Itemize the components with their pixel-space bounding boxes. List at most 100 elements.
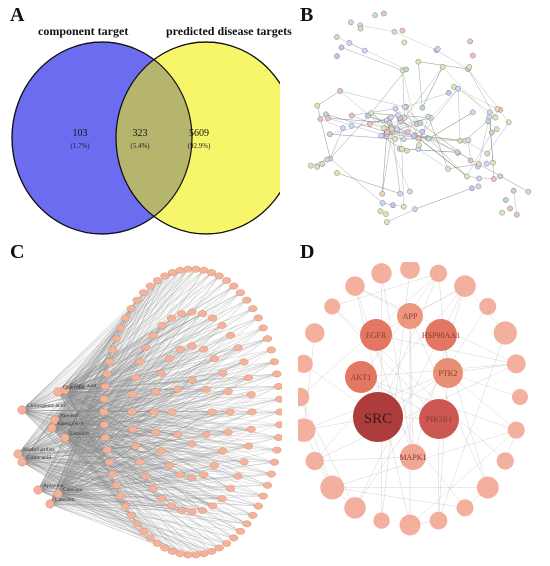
target-node (167, 548, 178, 555)
network-edge (49, 503, 247, 524)
target-node (121, 314, 131, 322)
hub-gene-label: HSP90AA1 (422, 331, 460, 340)
protein-node (391, 28, 398, 35)
protein-node (349, 112, 355, 119)
target-node (131, 442, 141, 450)
gene-node (320, 475, 345, 500)
network-edge (57, 411, 173, 495)
protein-node (502, 197, 509, 203)
network-edge (64, 437, 244, 463)
network-edge (317, 90, 341, 106)
network-edge (37, 325, 163, 491)
protein-node (415, 58, 422, 65)
network-edge (428, 116, 449, 169)
target-node (111, 335, 122, 343)
target-node (187, 474, 197, 482)
network-edge (401, 148, 458, 153)
protein-node (465, 137, 472, 144)
network-edge (57, 373, 223, 495)
network-edge (37, 325, 223, 491)
right-only-percent: (92.9%) (187, 142, 211, 150)
panel-b-letter: B (300, 4, 314, 26)
protein-node (485, 118, 492, 125)
protein-node (407, 188, 413, 195)
gene-node (305, 451, 324, 471)
overlap-percent: (5.4%) (130, 142, 150, 150)
network-edge (57, 325, 163, 495)
hub-gene-label: SRC (364, 411, 392, 427)
target-node (235, 527, 246, 535)
network-edge (386, 133, 429, 139)
target-node (235, 289, 246, 297)
gene-node (373, 512, 390, 529)
protein-node (377, 208, 384, 215)
network-edge (57, 389, 207, 495)
hub-gene-node (353, 392, 403, 442)
network-edge (21, 272, 173, 411)
protein-node (493, 126, 500, 132)
network-edge (320, 118, 344, 129)
protein-node (439, 64, 446, 70)
protein-node (499, 209, 505, 216)
network-edge (418, 61, 423, 108)
network-edge (17, 325, 163, 455)
network-edge (49, 389, 207, 505)
network-edge (57, 313, 182, 495)
target-node (275, 408, 282, 416)
network-edge (57, 462, 275, 495)
protein-node (319, 161, 326, 167)
protein-node (454, 149, 461, 156)
network-edge (57, 493, 163, 499)
network-edge (330, 113, 372, 159)
protein-node (327, 131, 333, 137)
target-node (145, 534, 155, 542)
network-edge (466, 132, 492, 177)
network-edge (299, 396, 333, 488)
network-edge (21, 461, 170, 466)
network-edge (21, 358, 215, 463)
target-node (269, 458, 279, 466)
target-node (248, 305, 258, 313)
hub-gene-node (360, 319, 392, 351)
protein-node (325, 115, 331, 121)
component-node (13, 449, 23, 459)
target-node (229, 282, 239, 290)
gene-node (345, 276, 365, 296)
network-edge (57, 476, 238, 495)
network-edge (57, 345, 193, 495)
network-edge (49, 503, 165, 549)
network-edge (21, 461, 151, 539)
network-edge (402, 70, 419, 139)
target-node (99, 395, 109, 403)
component-label: Gallic acid (27, 455, 51, 461)
target-node (217, 495, 227, 503)
target-node (214, 544, 224, 552)
network-edge (468, 140, 471, 161)
component-label: Kaempferol (57, 420, 84, 427)
network-edge (57, 461, 141, 495)
target-node (166, 502, 177, 510)
network-edge (21, 386, 106, 463)
overlap-count: 323 (132, 128, 148, 139)
network-edge (57, 493, 138, 524)
protein-node (494, 106, 501, 112)
gene-node (371, 263, 392, 284)
target-node (157, 495, 167, 503)
network-edge (21, 317, 213, 463)
protein-node (419, 104, 426, 111)
target-node (187, 440, 197, 448)
protein-node (384, 219, 390, 225)
target-node (175, 266, 185, 274)
target-node (187, 508, 197, 516)
network-edge (37, 300, 138, 491)
panel-c-letter: C (10, 241, 25, 263)
target-node (199, 266, 209, 274)
network-edge (57, 325, 223, 495)
target-node (108, 470, 118, 478)
target-node (266, 470, 276, 478)
panel-d-letter: D (300, 241, 315, 263)
target-node (209, 355, 219, 362)
target-node (229, 534, 239, 542)
network-edge (57, 493, 264, 497)
protein-node (525, 188, 532, 195)
